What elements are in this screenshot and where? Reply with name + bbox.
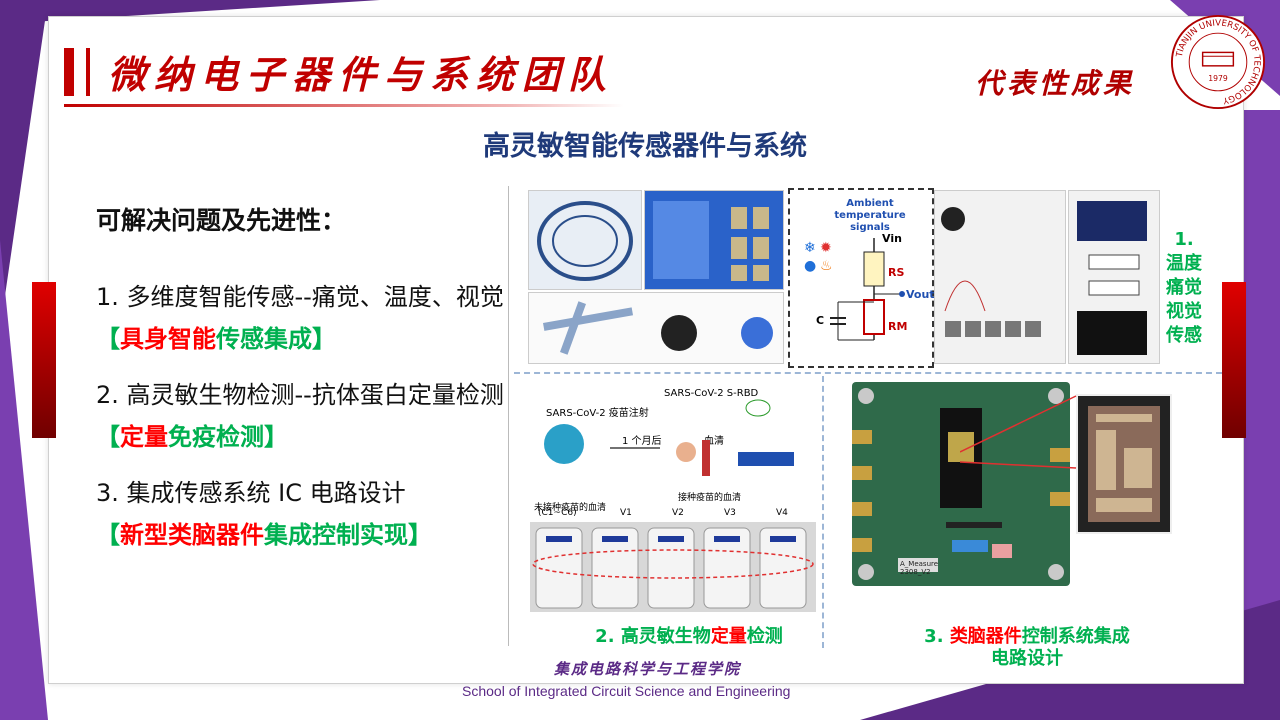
title-accent-bar: [64, 48, 74, 96]
fig2-test-strips: [530, 522, 816, 612]
footer-en: School of Integrated Circuit Science and…: [462, 683, 791, 699]
right-red-bar: [1222, 282, 1246, 438]
fig3-label-num: 3.: [924, 626, 950, 647]
bracket: 】: [312, 325, 336, 353]
rm-label: RM: [888, 320, 908, 333]
problems-list: 可解决问题及先进性： 1. 多维度智能传感--痛觉、温度、视觉【具身智能传感集成…: [96, 200, 516, 570]
fig2-strip-labels: (C1~C6) V1 V2 V3 V4: [528, 508, 820, 522]
fig1-label: 1. 温度 痛觉 视觉 传感: [1154, 228, 1214, 348]
slide-title: 微纳电子器件与系统团队: [108, 52, 615, 97]
tag-green: 免疫检测: [168, 423, 264, 451]
c-label: C: [816, 314, 825, 327]
tag-green: 传感集成: [216, 325, 312, 353]
svg-text:✹: ✹: [820, 240, 832, 256]
fig3-label-red: 类脑器件: [949, 626, 1022, 647]
left-red-bar: [32, 282, 56, 438]
fig1-label-line: 视觉: [1166, 301, 1202, 322]
problem-item-2: 2. 高灵敏生物检测--抗体蛋白定量检测【定量免疫检测】: [96, 374, 516, 458]
fig2-text-vaccine: SARS-CoV-2 疫苗注射: [546, 408, 649, 419]
problem-text: 1. 多维度智能传感--痛觉、温度、视觉: [96, 283, 504, 311]
column-divider: [508, 186, 509, 646]
figure-divider-h: [514, 372, 1222, 374]
fig2-label-red: 定量: [710, 626, 747, 647]
bracket: 】: [408, 521, 432, 549]
fig2-strip-header: 未接种疫苗的血清 接种疫苗的血清: [528, 493, 820, 516]
fig2-text-vaccinated: 接种疫苗的血清: [678, 493, 742, 503]
svg-text:♨: ♨: [820, 258, 833, 274]
board-label: A_Measure 2308_V2: [900, 560, 939, 576]
bracket: 【: [96, 423, 120, 451]
fig1-sensor-array: [644, 190, 784, 290]
fig3-label: 3. 类脑器件控制系统集成 电路设计: [862, 626, 1192, 670]
fig2-text-sub: (C1~C6): [538, 508, 577, 518]
fig1-neuron-diagram: [528, 292, 784, 364]
problem-item-1: 1. 多维度智能传感--痛觉、温度、视觉【具身智能传感集成】: [96, 276, 516, 360]
fig3-zoom-lines: [960, 395, 1077, 469]
svg-text:❄: ❄: [804, 240, 816, 256]
tag-green: 集成控制实现: [264, 521, 408, 549]
fig2-label-plain: 高灵敏生物: [620, 626, 711, 647]
rs-label: RS: [888, 266, 905, 279]
vout-label: Vout: [906, 288, 935, 301]
fig3-chip-layout: [1076, 394, 1172, 534]
fig1-vision-panel: [934, 190, 1066, 364]
bracket: 】: [264, 423, 288, 451]
problem-text: 2. 高灵敏生物检测--抗体蛋白定量检测: [96, 381, 504, 409]
figure-divider-v: [822, 376, 824, 648]
fig3-label-green: 控制系统集成: [1021, 626, 1130, 647]
strip-label: V1: [620, 508, 632, 518]
circuit-title: Ambient temperature signals: [834, 198, 906, 233]
fig2-text-serum: 血清: [704, 436, 724, 447]
problem-item-3: 3. 集成传感系统 IC 电路设计 【新型类脑器件集成控制实现】: [96, 472, 516, 556]
seal-year: 1979: [1208, 74, 1228, 83]
university-seal-icon: TIANJIN UNIVERSITY OF TECHNOLOGY 1979: [1170, 14, 1266, 110]
section-subtitle: 高灵敏智能传感器件与系统: [483, 131, 807, 162]
strip-label: V4: [776, 508, 788, 518]
fig2-label: 2. 高灵敏生物定量检测: [554, 626, 824, 648]
strip-label: V2: [672, 508, 684, 518]
problem-text: 3. 集成传感系统 IC 电路设计: [96, 479, 406, 507]
fig1-label-num: 1.: [1174, 229, 1194, 250]
fig1-network-panel: [1068, 190, 1160, 364]
fig2-label-green: 检测: [746, 626, 783, 647]
footer-cn: 集成电路科学与工程学院: [554, 660, 742, 678]
fig1-seal-photo: [528, 190, 642, 290]
fig2-text-month: 1 个月后: [622, 436, 662, 447]
representative-label: 代表性成果: [975, 67, 1136, 100]
fig1-label-line: 痛觉: [1166, 277, 1202, 298]
problems-heading: 可解决问题及先进性：: [96, 206, 347, 235]
tag-red: 定量: [120, 423, 168, 451]
fig2-biodetection-diagram: SARS-CoV-2 疫苗注射 SARS-CoV-2 S-RBD 1 个月后 血…: [524, 382, 814, 500]
fig2-text-rbd: SARS-CoV-2 S-RBD: [664, 388, 759, 399]
svg-text:●: ●: [804, 258, 816, 274]
fig2-label-num: 2.: [595, 626, 621, 647]
fig1-label-line: 温度: [1166, 253, 1202, 274]
fig2-text-unvaccinated: 未接种疫苗的血清: [534, 503, 607, 513]
title-underline: [64, 104, 624, 107]
bracket: 【: [96, 325, 120, 353]
strip-label: V3: [724, 508, 736, 518]
tag-red: 新型类脑器件: [120, 521, 264, 549]
fig3-label-line2: 电路设计: [991, 648, 1063, 669]
fig1-label-line: 传感: [1166, 325, 1202, 346]
title-accent-bar-thin: [86, 48, 90, 96]
tag-red: 具身智能: [120, 325, 216, 353]
fig1-circuit-panel: Ambient temperature signals ❄ ✹ ● ♨ Vin …: [788, 188, 935, 368]
vin-label: Vin: [882, 232, 902, 245]
bracket: 【: [96, 521, 120, 549]
